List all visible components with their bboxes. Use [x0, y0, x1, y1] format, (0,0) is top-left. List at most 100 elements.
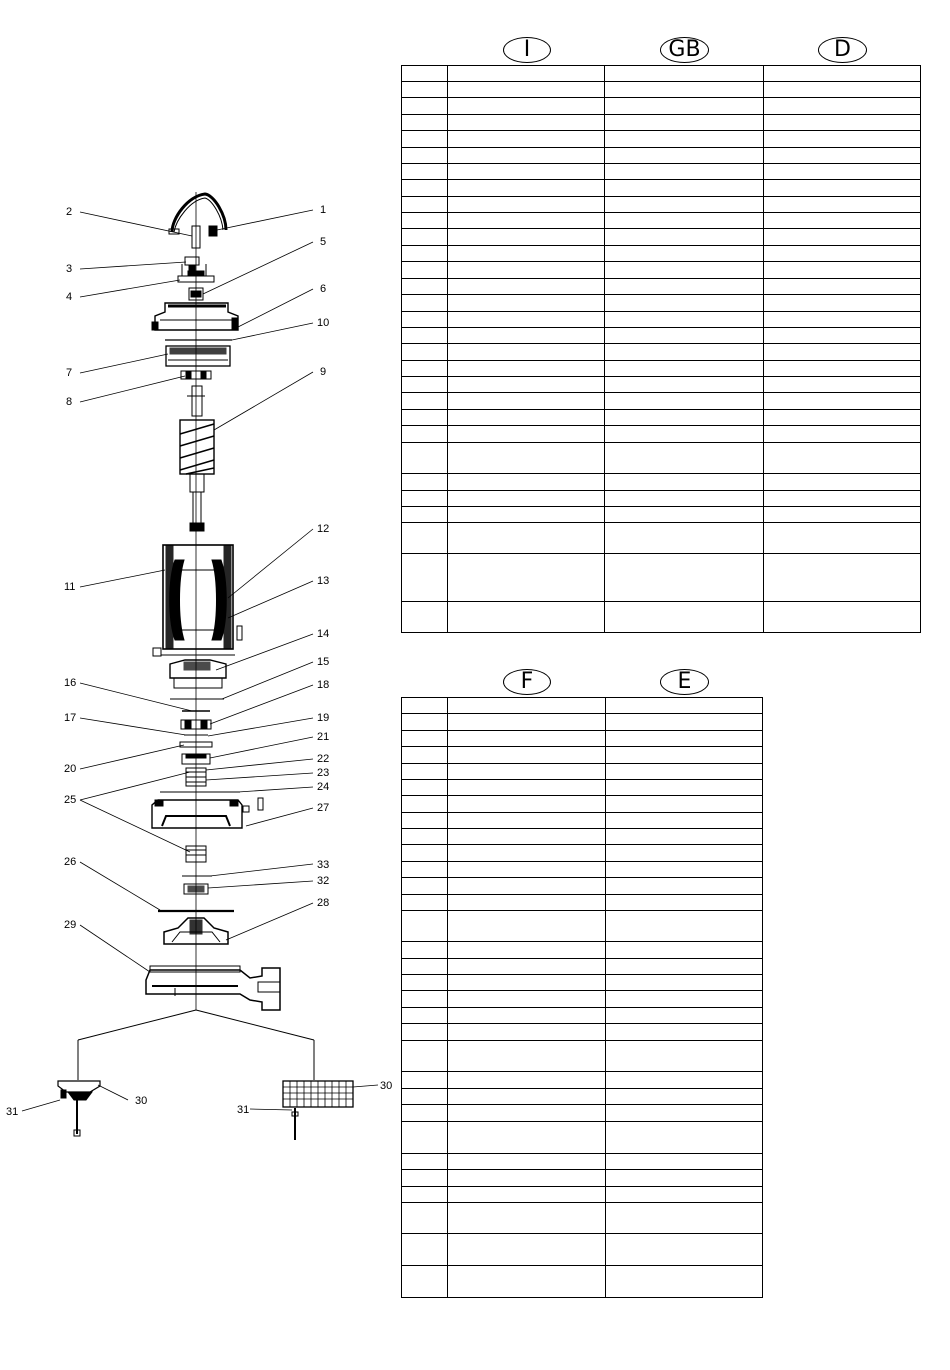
parts-table-row — [400, 812, 764, 829]
parts-table-row — [400, 147, 922, 164]
parts-table-cell — [604, 212, 764, 229]
parts-table-cell — [762, 409, 922, 426]
parts-table-cell — [447, 1007, 606, 1024]
callout-30-right: 30 — [380, 1080, 392, 1092]
parts-table-cell — [447, 958, 606, 975]
parts-table-cell — [447, 1040, 606, 1072]
parts-table-f-e — [400, 697, 764, 1298]
parts-table-row — [400, 245, 922, 262]
parts-table-cell — [400, 294, 449, 312]
parts-table-row — [400, 327, 922, 344]
parts-table-cell — [400, 910, 449, 942]
parts-table-row — [400, 522, 922, 554]
parts-table-cell — [447, 763, 606, 780]
parts-table-cell — [762, 228, 922, 246]
parts-table-cell — [447, 294, 606, 312]
parts-table-cell — [400, 1023, 449, 1041]
parts-table-row — [400, 1040, 764, 1072]
callout-29: 29 — [64, 919, 76, 931]
parts-table-row — [400, 730, 764, 747]
parts-table-cell — [400, 1186, 449, 1203]
parts-table-cell — [400, 360, 449, 377]
parts-table-cell — [400, 1233, 449, 1266]
parts-table-cell — [762, 147, 922, 164]
parts-table-cell — [447, 163, 606, 180]
parts-table-cell — [762, 163, 922, 180]
parts-table-row — [400, 163, 922, 180]
parts-table-cell — [400, 130, 449, 148]
parts-table-cell — [762, 311, 922, 328]
parts-table-cell — [400, 343, 449, 361]
parts-table-cell — [604, 941, 764, 959]
parts-table-cell — [447, 1104, 606, 1122]
parts-table-row — [400, 343, 922, 361]
callout-11: 11 — [64, 581, 75, 593]
parts-table-cell — [400, 1121, 449, 1154]
parts-table-cell — [447, 941, 606, 959]
parts-table-row — [400, 360, 922, 377]
callout-7: 7 — [66, 367, 72, 379]
parts-table-cell — [604, 343, 764, 361]
parts-table-row — [400, 1023, 764, 1041]
parts-table-cell — [762, 553, 922, 602]
parts-table-cell — [762, 81, 922, 98]
parts-table-cell — [447, 1088, 606, 1105]
parts-table-row — [400, 601, 922, 633]
parts-table-cell — [762, 392, 922, 410]
parts-table-cell — [400, 196, 449, 213]
callout-20: 20 — [64, 763, 76, 775]
parts-table-row — [400, 828, 764, 845]
parts-table-cell — [604, 442, 764, 474]
parts-table-cell — [400, 97, 449, 115]
parts-table-cell — [400, 877, 449, 895]
parts-table-cell — [400, 327, 449, 344]
parts-table-cell — [604, 228, 764, 246]
callout-13: 13 — [317, 575, 329, 587]
parts-table-cell — [604, 877, 764, 895]
parts-table-cell — [400, 278, 449, 295]
parts-table-cell — [447, 1023, 606, 1041]
parts-table-cell — [447, 1169, 606, 1187]
callout-1: 1 — [320, 204, 326, 216]
parts-table-cell — [762, 522, 922, 554]
parts-table-cell — [400, 1153, 449, 1170]
callout-22: 22 — [317, 753, 329, 765]
parts-table-row — [400, 553, 922, 602]
parts-table-cell — [604, 65, 764, 82]
parts-table-cell — [604, 522, 764, 554]
callout-4: 4 — [66, 291, 72, 303]
parts-table-cell — [400, 163, 449, 180]
parts-table-row — [400, 713, 764, 731]
parts-table-cell — [400, 894, 449, 911]
parts-table-cell — [400, 376, 449, 393]
parts-table-cell — [447, 1233, 606, 1266]
parts-table-cell — [400, 746, 449, 764]
parts-table-cell — [447, 114, 606, 131]
parts-table-row — [400, 212, 922, 229]
callout-19: 19 — [317, 712, 329, 724]
parts-table-cell — [447, 343, 606, 361]
parts-table-row — [400, 278, 922, 295]
parts-table-row — [400, 910, 764, 942]
callout-5: 5 — [320, 236, 326, 248]
parts-table-row — [400, 196, 922, 213]
parts-table-cell — [762, 473, 922, 491]
parts-table-row — [400, 1202, 764, 1234]
parts-table-cell — [447, 730, 606, 747]
parts-table-i-gb-d — [400, 65, 922, 633]
parts-table-cell — [400, 425, 449, 443]
parts-table-cell — [400, 779, 449, 796]
parts-table-row — [400, 763, 764, 780]
parts-table-cell — [447, 97, 606, 115]
parts-table-cell — [604, 1202, 764, 1234]
callout-30-left: 30 — [135, 1095, 147, 1107]
parts-table-cell — [447, 795, 606, 813]
parts-table-cell — [604, 779, 764, 796]
parts-table-row — [400, 941, 764, 959]
parts-table-cell — [447, 779, 606, 796]
parts-table-row — [400, 130, 922, 148]
parts-table-cell — [604, 490, 764, 507]
parts-table-cell — [400, 212, 449, 229]
parts-table-cell — [400, 812, 449, 829]
parts-table-cell — [447, 910, 606, 942]
